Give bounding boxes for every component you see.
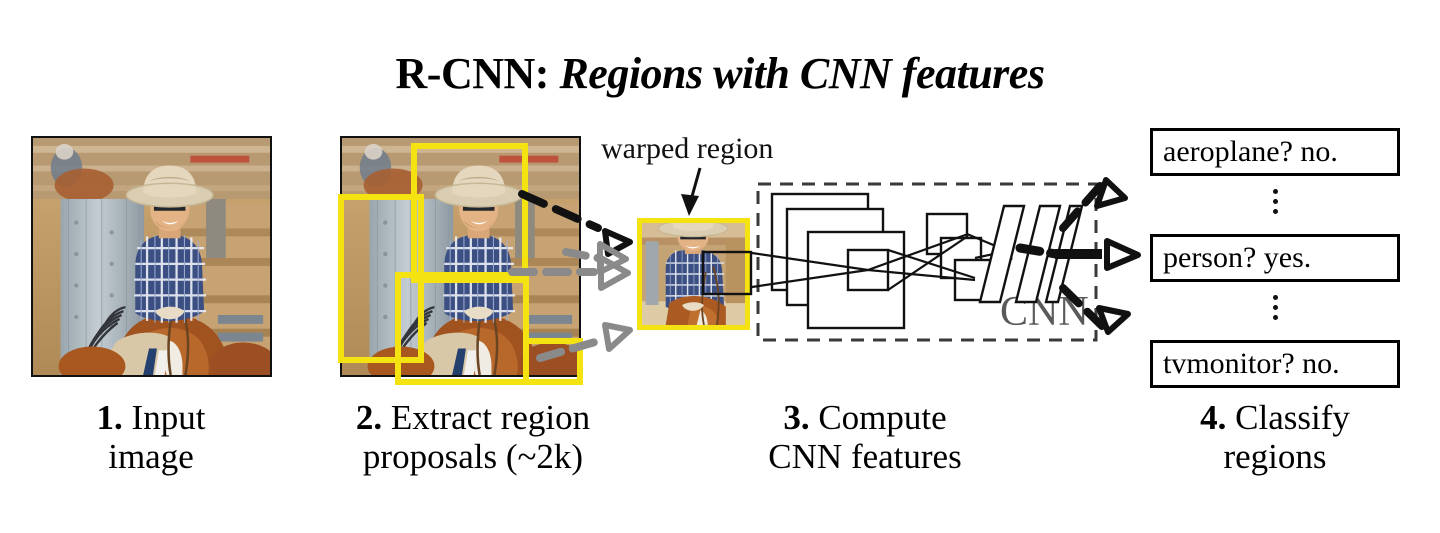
step-2-number: 2. bbox=[355, 398, 383, 437]
step-2-line1: Extract region bbox=[382, 398, 591, 437]
caption-step-2: 2. Extract region proposals (~2k) bbox=[288, 398, 658, 476]
classification-box-aeroplane[interactable]: aeroplane? no. bbox=[1150, 128, 1400, 176]
rodeo-scene-2 bbox=[342, 138, 579, 375]
step-3-number: 3. bbox=[783, 398, 810, 437]
rodeo-scene-1 bbox=[33, 138, 270, 375]
title-emphasis: Regions with CNN features bbox=[559, 49, 1045, 98]
ellipsis-upper bbox=[1268, 184, 1282, 219]
step-2-line2: proposals (~2k) bbox=[362, 437, 584, 477]
warped-region-label: warped region bbox=[601, 132, 774, 165]
region-proposals-photo bbox=[340, 136, 581, 377]
classification-label-aeroplane: aeroplane? no. bbox=[1163, 135, 1338, 168]
input-image-photo bbox=[31, 136, 272, 377]
classification-box-tvmonitor[interactable]: tvmonitor? no. bbox=[1150, 340, 1400, 388]
step-3-line2: CNN features bbox=[768, 437, 962, 477]
warped-region-pointer-arrow bbox=[681, 167, 702, 216]
cnn-feature-map-stack bbox=[770, 192, 906, 330]
step-1-line1: Input bbox=[122, 398, 206, 437]
classification-box-person[interactable]: person? yes. bbox=[1150, 234, 1400, 282]
cnn-to-class-arrow-person bbox=[1015, 238, 1141, 271]
cnn-mid-layer-stack bbox=[925, 212, 997, 302]
warped-crop bbox=[642, 223, 745, 325]
step-4-line2: regions bbox=[1223, 437, 1327, 477]
cnn-to-class-arrow-aeroplane bbox=[1059, 177, 1128, 232]
cnn-label: CNN bbox=[1000, 289, 1089, 335]
title-main: R-CNN: bbox=[395, 49, 550, 98]
step-1-line2: image bbox=[108, 437, 194, 477]
classification-label-person: person? yes. bbox=[1163, 241, 1312, 274]
classification-label-tvmonitor: tvmonitor? no. bbox=[1163, 347, 1340, 380]
step-3-line1: Compute bbox=[809, 398, 947, 437]
ellipsis-lower bbox=[1268, 290, 1282, 325]
page-title: R-CNN: Regions with CNN features bbox=[0, 48, 1440, 99]
caption-step-4: 4. Classify regions bbox=[1110, 398, 1440, 476]
step-1-number: 1. bbox=[96, 398, 123, 437]
warped-region-photo bbox=[637, 218, 750, 330]
step-4-number: 4. bbox=[1200, 398, 1227, 437]
step-4-line1: Classify bbox=[1226, 398, 1350, 437]
caption-step-1: 1. Input image bbox=[10, 398, 292, 476]
caption-step-3: 3. Compute CNN features bbox=[690, 398, 1040, 476]
cnn-connection-lines bbox=[751, 232, 1013, 291]
